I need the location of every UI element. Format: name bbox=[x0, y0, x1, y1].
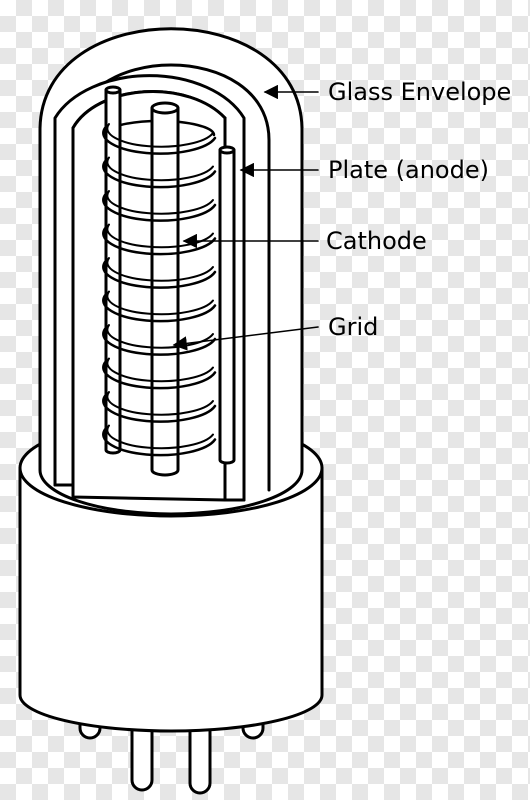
grid-coils-front bbox=[102, 123, 217, 457]
grid-coil-turn bbox=[102, 361, 217, 390]
grid-coil-turn bbox=[102, 394, 217, 423]
cathode bbox=[150, 101, 180, 477]
grid-coil-turn bbox=[102, 294, 217, 323]
grid-coil-turn bbox=[102, 327, 217, 356]
grid-label: Grid bbox=[328, 313, 378, 341]
grid-coil-turn bbox=[102, 160, 217, 189]
leader-lines bbox=[172, 84, 319, 351]
grid-coil-turn bbox=[102, 126, 217, 155]
grid-coil-turn bbox=[102, 260, 217, 289]
grid-coil-turn-inner bbox=[106, 357, 214, 383]
grid-coil-turn-inner bbox=[106, 123, 214, 148]
grid-coil-turn-inner bbox=[106, 257, 214, 282]
grid-coil-turn bbox=[102, 227, 217, 256]
grid-coil-turn-inner bbox=[106, 290, 214, 316]
cathode-label: Cathode bbox=[326, 227, 427, 255]
grid-leader bbox=[172, 326, 319, 351]
grid-coil-turn-inner bbox=[106, 424, 214, 450]
grid-coil-turn-inner bbox=[106, 190, 214, 215]
grid-coil-turn bbox=[102, 193, 217, 222]
grid-coil-turn bbox=[102, 428, 217, 457]
grid-coil-turn-inner bbox=[106, 156, 214, 182]
plate-label: Plate (anode) bbox=[328, 156, 489, 184]
glass-envelope-label: Glass Envelope bbox=[328, 78, 511, 106]
grid-coil-turn-inner bbox=[106, 391, 214, 416]
